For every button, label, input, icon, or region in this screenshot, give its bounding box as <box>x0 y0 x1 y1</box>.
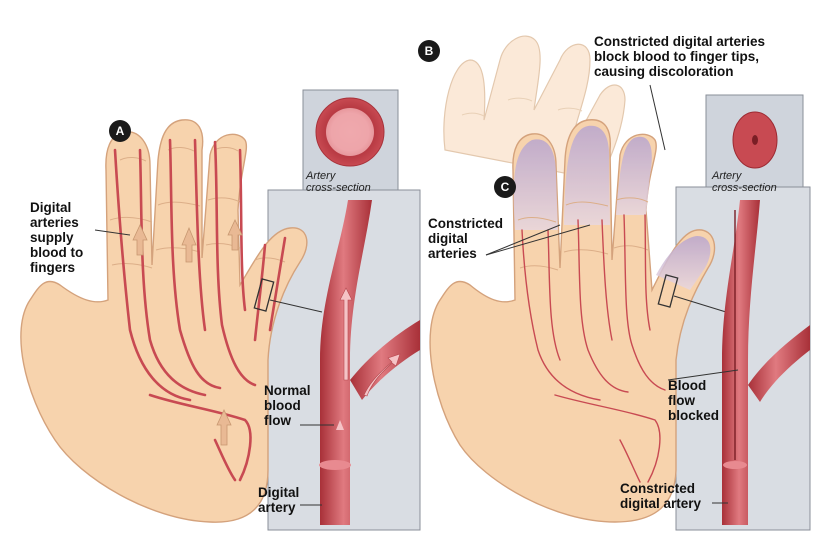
panel-a-highlight-box <box>253 278 275 312</box>
panel-a <box>20 89 421 531</box>
badge-b: B <box>418 40 440 62</box>
label-constricted-digital-arteries: Constricted digital arteries <box>428 216 504 261</box>
label-normal-blood-flow: Normal blood flow <box>264 383 311 428</box>
label-digital-arteries-supply: Digital arteries supply blood to fingers <box>30 200 84 275</box>
label-constricted-digital-artery: Constricted digital artery <box>620 481 702 511</box>
panel-c-highlight-box <box>657 274 679 308</box>
caption-artery-cross-section-a: Artery cross-section <box>306 170 371 194</box>
label-constricted-block-blood: Constricted digital arteries block blood… <box>594 34 766 79</box>
hand-a-arteries <box>113 138 287 482</box>
badge-a: A <box>109 120 131 142</box>
label-blood-flow-blocked: Blood flow blocked <box>668 378 720 423</box>
caption-artery-cross-section-c: Artery cross-section <box>712 170 777 194</box>
hand-a-flow-arrows <box>132 219 243 446</box>
hand-c-arteries <box>521 214 666 483</box>
label-digital-artery: Digital artery <box>258 485 300 515</box>
hand-c-creases <box>517 197 649 271</box>
badge-c: C <box>494 176 516 198</box>
panel-c-main-artery <box>722 200 760 525</box>
hand-a <box>20 119 308 523</box>
panel-c <box>429 84 811 531</box>
